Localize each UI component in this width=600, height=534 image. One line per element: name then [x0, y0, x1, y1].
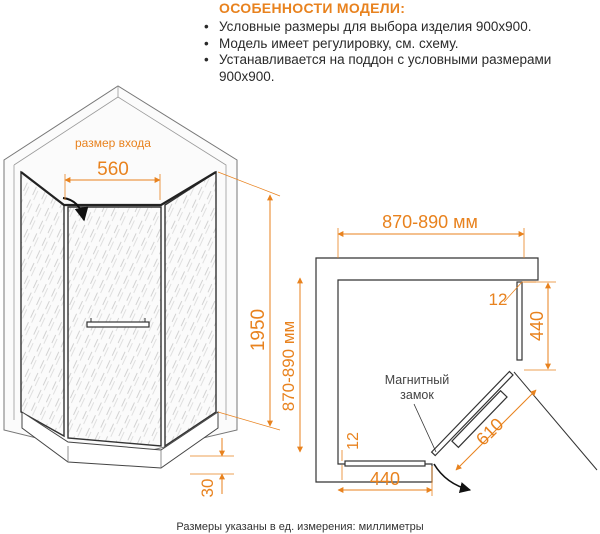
plan-gap-top-value: 12 [489, 290, 508, 309]
feature-item: Устанавливается на поддон с условными ра… [203, 52, 598, 85]
units-footnote: Размеры указаны в ед. измерения: миллиме… [176, 521, 424, 533]
door-swing-arc [433, 463, 472, 493]
front-view: размер входа 560 1950 870-890 мм 30 [3, 85, 303, 498]
plan-side-right-value: 440 [527, 311, 547, 341]
door-handle [86, 321, 150, 328]
entrance-width-value: 560 [97, 159, 129, 180]
magnetic-lock-label-2: замок [400, 388, 434, 402]
feature-item: Модель имеет регулировку, см. схему. [203, 36, 598, 53]
features-list: Условные размеры для выбора изделия 900х… [203, 19, 598, 85]
model-features: ОСОБЕННОСТИ МОДЕЛИ: Условные размеры для… [203, 0, 598, 85]
left-glass-panel [20, 170, 65, 438]
feature-item: Условные размеры для выбора изделия 900х… [203, 19, 598, 36]
magnetic-lock-label-1: Магнитный [385, 373, 450, 387]
plan-gap-left-value: 12 [345, 432, 362, 450]
shower-tray [21, 411, 219, 469]
right-glass-panel [164, 170, 217, 448]
entrance-label: размер входа [75, 136, 151, 150]
right-side-panel [516, 281, 523, 361]
plan-width-value: 870-890 мм [382, 212, 478, 232]
height-value: 1950 [248, 309, 269, 351]
features-title: ОСОБЕННОСТИ МОДЕЛИ: [219, 0, 406, 16]
tray-height-value: 30 [198, 479, 217, 498]
wall-outline [315, 257, 539, 483]
plan-side-bottom-value: 440 [370, 469, 400, 489]
bottom-side-panel [344, 460, 426, 467]
depth-range-value: 870-890 мм [279, 321, 298, 412]
door-open-arrow [62, 197, 89, 222]
plan-view: 870-890 мм 12 440 12 440 610 Маг [315, 212, 598, 496]
